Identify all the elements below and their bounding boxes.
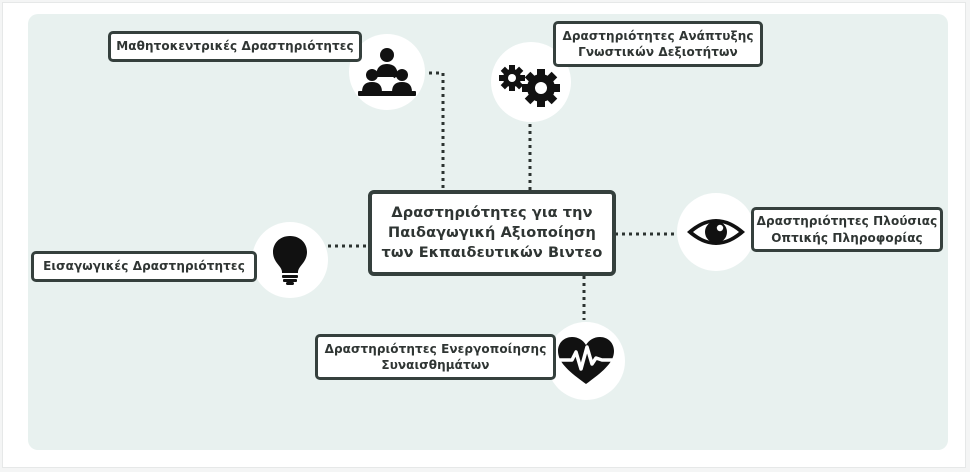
teacher-students-icon	[358, 48, 416, 96]
emotion-icon-circle	[547, 322, 625, 400]
intro-icon-circle	[252, 222, 328, 298]
node-label: Δραστηριότητες Ενεργοποίησης	[324, 341, 547, 356]
node-label: Οπτικής Πληροφορίας	[771, 230, 923, 245]
eye-icon	[687, 219, 745, 245]
heartbeat-icon	[558, 337, 614, 384]
connector-learner	[429, 71, 445, 190]
center-line: Δραστηριότητες για την	[391, 204, 593, 221]
gears-icon	[499, 65, 560, 107]
node-label: Μαθητοκεντρικές Δραστηριότητες	[116, 39, 354, 54]
center-topic-box: Δραστηριότητες για την Παιδαγωγική Αξιοπ…	[368, 190, 616, 276]
center-line: των Εκπαιδευτικών Βιντεο	[381, 245, 603, 262]
node-label: Εισαγωγικές Δραστηριότητες	[43, 259, 245, 274]
node-label: Γνωστικών Δεξιοτήτων	[578, 45, 738, 59]
node-label: Δραστηριότητες Πλούσιας	[756, 214, 938, 229]
visual-icon-circle	[677, 193, 755, 271]
node-label: Συναισθημάτων	[381, 358, 490, 372]
center-line: Παιδαγωγική Αξιοποίηση	[388, 224, 596, 241]
lightbulb-icon	[273, 236, 307, 285]
cognitive-skills-box: Δραστηριότητες Ανάπτυξης Γνωστικών Δεξιο…	[553, 21, 763, 67]
visual-information-box: Δραστηριότητες Πλούσιας Οπτικής Πληροφορ…	[751, 207, 943, 252]
emotion-activation-box: Δραστηριότητες Ενεργοποίησης Συναισθημάτ…	[315, 334, 556, 380]
node-label: Δραστηριότητες Ανάπτυξης	[562, 28, 754, 43]
learner-centered-box: Μαθητοκεντρικές Δραστηριότητες	[108, 31, 362, 62]
introductory-box: Εισαγωγικές Δραστηριότητες	[31, 251, 257, 282]
